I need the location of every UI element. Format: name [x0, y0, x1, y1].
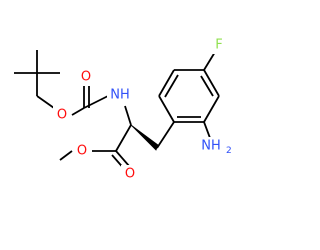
boc-carbonyl-oxygen-mask	[77, 68, 95, 86]
methyl-ester-oxygen-label: O	[77, 144, 87, 159]
boc-ester-oxygen-carbonyl-bond	[71, 107, 85, 116]
amide-nh-label: NH	[110, 88, 130, 103]
methyl-ester-oxygen-mask	[73, 142, 91, 160]
ring-fluorine-bond	[203, 51, 216, 71]
tbu-oxygen-bond	[36, 95, 55, 109]
methoxy-methyl-bond	[59, 150, 73, 161]
boc-carbonyl-double-bond	[83, 84, 90, 108]
methylene-ring-bond	[156, 121, 175, 149]
boc-carbonyl-nitrogen-bond	[83, 95, 109, 109]
tert-butyl-bonds	[14, 50, 60, 96]
nh-mask	[107, 86, 134, 105]
amine-nh-label: NH	[201, 139, 221, 154]
boc-ester-oxygen-mask	[53, 106, 71, 124]
ring-amine-bond	[203, 121, 211, 139]
ester-carbonyl-oxygen-label: O	[125, 167, 135, 182]
amine-subscript-2: 2	[226, 146, 232, 156]
boc-ester-oxygen-label: O	[57, 108, 67, 123]
alpha-ester-carbon-bond	[115, 124, 132, 152]
stereo-wedge-bond	[130, 124, 159, 151]
amine-mask	[198, 137, 234, 156]
fluorine-label: F	[215, 38, 222, 53]
chemical-structure: O O NH O O F NH 2	[14, 37, 234, 183]
benzene-ring-bonds	[158, 69, 220, 123]
ester-carbonyl-oxygen-mask	[121, 165, 139, 183]
fluorine-mask	[211, 37, 227, 54]
boc-carbonyl-oxygen-label: O	[81, 70, 91, 85]
nitrogen-alpha-carbon-bond	[124, 105, 132, 126]
